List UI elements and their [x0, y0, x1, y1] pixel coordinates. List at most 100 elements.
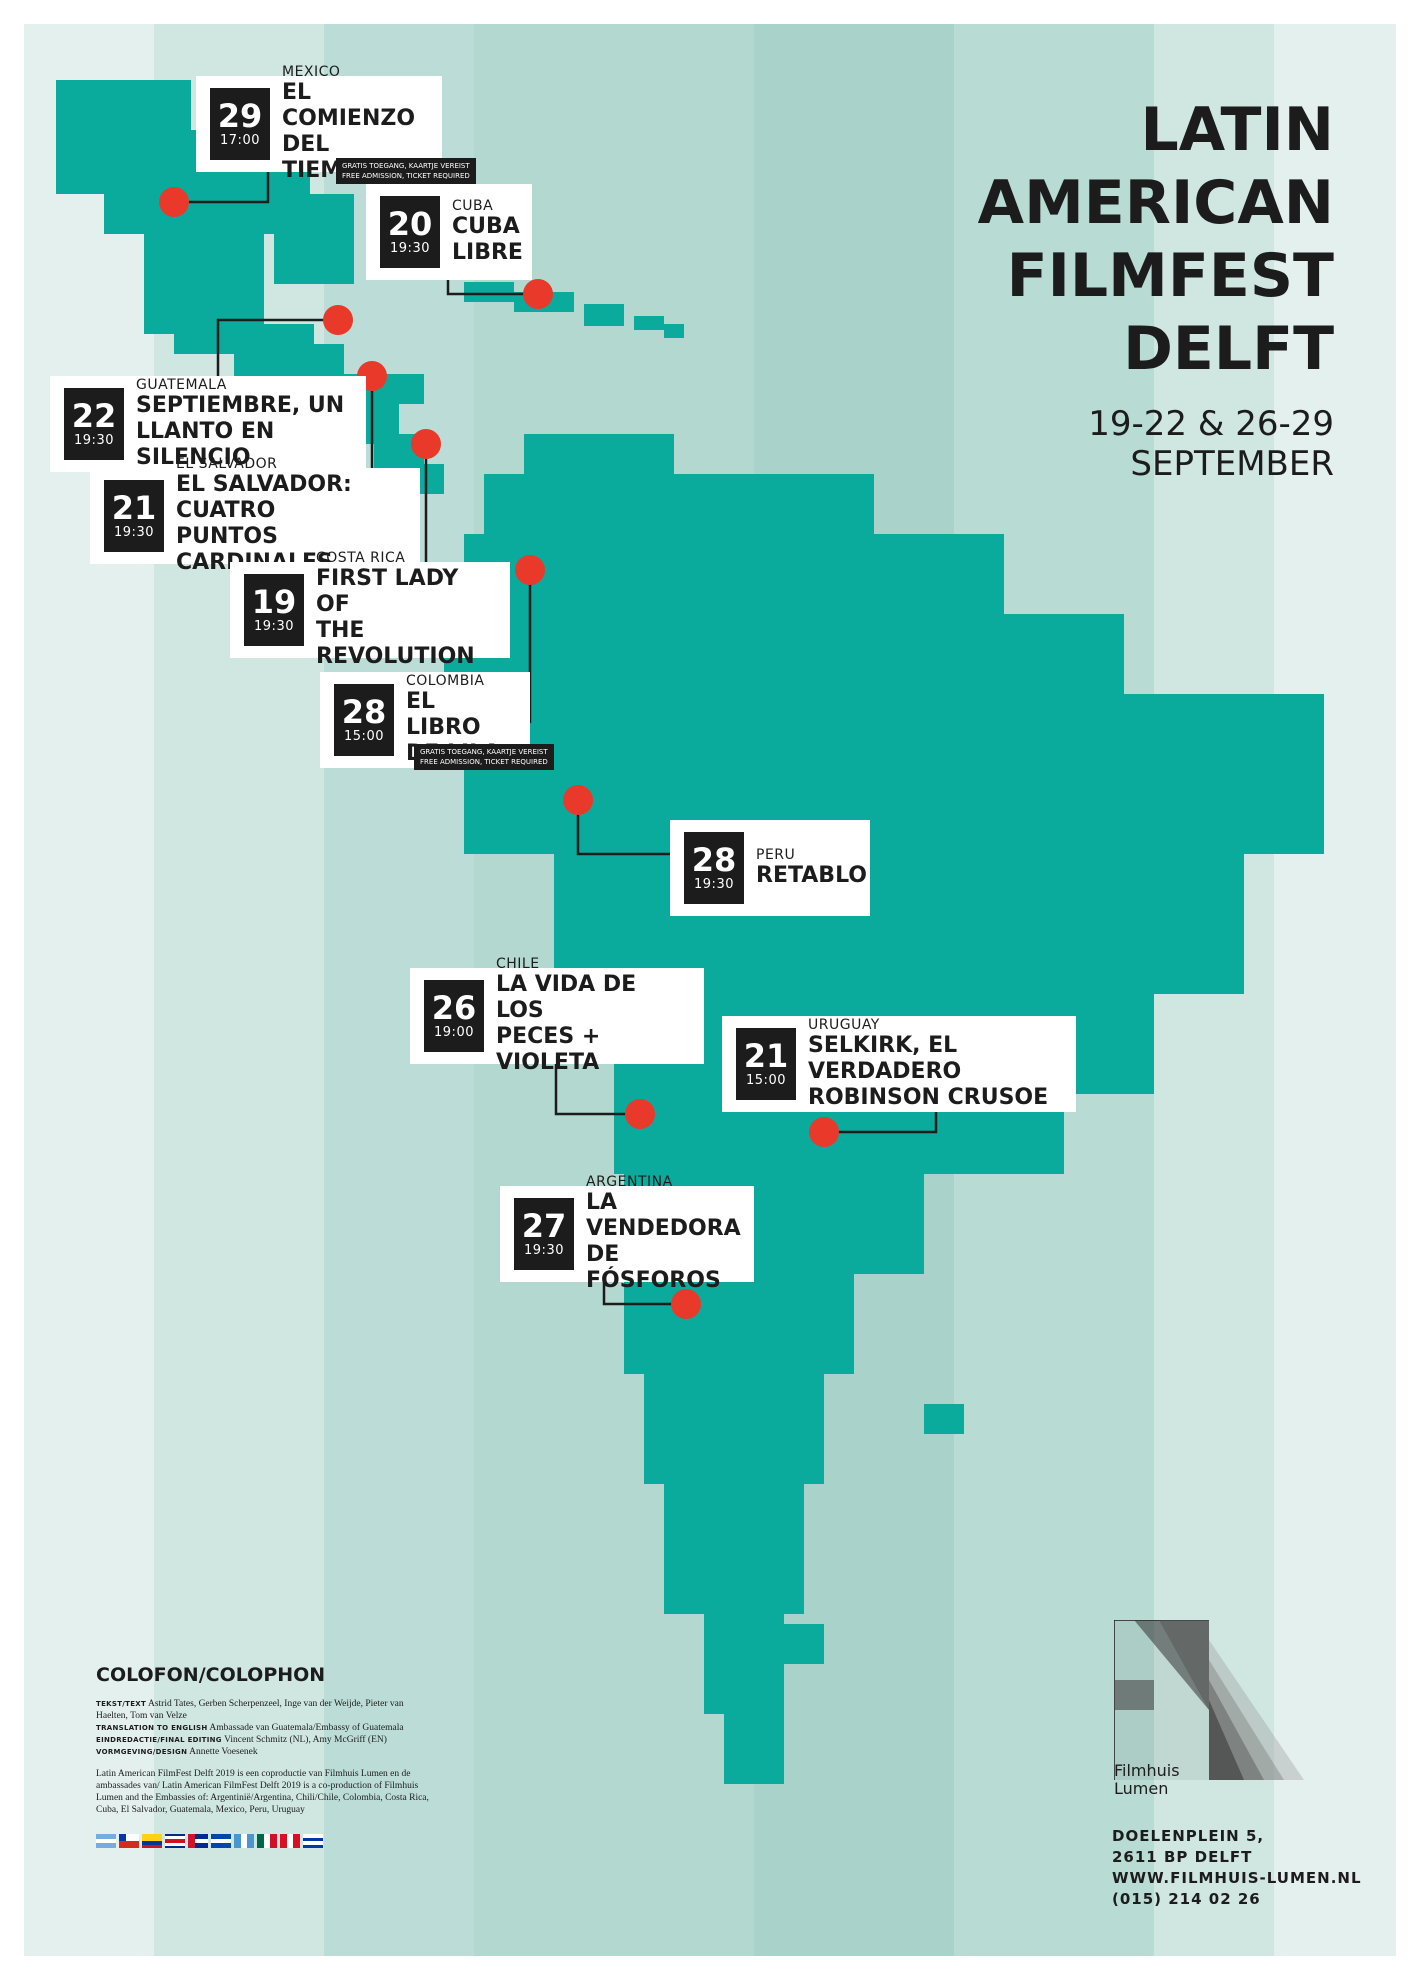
connector-line-peru	[576, 800, 670, 856]
free-admission-note: GRATIS TOEGANG, KAARTJE VEREIST FREE ADM…	[336, 158, 476, 184]
embassy-flags	[96, 1834, 323, 1849]
map-cell	[82, 130, 212, 180]
location-pin-costarica[interactable]	[411, 429, 441, 459]
connector-line-guatemala	[216, 318, 338, 376]
guatemala-flag	[234, 1834, 255, 1848]
colophon-label: VORMGEVING/DESIGN	[96, 1748, 188, 1756]
location-pin-peru[interactable]	[563, 785, 593, 815]
event-country: ARGENTINA	[586, 1174, 673, 1190]
map-cell	[644, 1374, 824, 1484]
mexico-flag	[257, 1834, 278, 1848]
location-pin-argentina[interactable]	[671, 1289, 701, 1319]
venue-address: DOELENPLEIN 5, 2611 BP DELFT WWW.FILMHUI…	[1112, 1826, 1362, 1910]
colombia-flag	[142, 1834, 162, 1848]
free-admission-note: GRATIS TOEGANG, KAARTJE VEREIST FREE ADM…	[414, 744, 554, 770]
colophon-text-credits: TEKST/TEXT Astrid Tates, Gerben Scherpen…	[96, 1698, 436, 1758]
event-day: 21	[111, 489, 157, 527]
connector-line-uruguay	[824, 1112, 938, 1134]
event-day: 28	[691, 841, 737, 879]
chile-flag	[119, 1834, 139, 1848]
event-time: 19:30	[694, 877, 734, 892]
location-pin-guatemala[interactable]	[323, 305, 353, 335]
event-country: COLOMBIA	[406, 673, 485, 689]
costa-rica-flag	[165, 1834, 185, 1848]
map-cell	[924, 1404, 964, 1434]
map-cell	[464, 282, 514, 302]
event-film-title: LA VIDA DE LOS PECES + VIOLETA	[496, 972, 637, 1075]
address-line: 2611 BP DELFT	[1112, 1848, 1253, 1866]
event-film-title: CUBA LIBRE	[452, 214, 523, 265]
logo-name: Filmhuis Lumen	[1114, 1761, 1180, 1798]
map-cell	[584, 304, 624, 326]
poster: LATIN AMERICAN FILMFEST DELFT 19-22 & 26…	[24, 24, 1396, 1956]
map-cell	[624, 1274, 854, 1374]
location-pin-chile[interactable]	[625, 1099, 655, 1129]
connector-lines	[174, 154, 938, 1306]
event-day: 22	[71, 397, 117, 435]
event-day: 29	[217, 97, 263, 135]
map-cell	[524, 434, 674, 474]
colophon-heading: COLOFON/COLOPHON	[96, 1664, 326, 1686]
event-time: 17:00	[220, 133, 260, 148]
phone-number: (015) 214 02 26	[1112, 1890, 1261, 1908]
dates-range: 19-22 & 26-29	[1088, 404, 1334, 444]
cuba-flag	[188, 1834, 208, 1849]
event-time: 19:30	[114, 525, 154, 540]
location-pin-cuba[interactable]	[523, 279, 553, 309]
colophon-label: TEKST/TEXT	[96, 1700, 147, 1708]
website-link[interactable]: WWW.FILMHUIS-LUMEN.NL	[1112, 1869, 1362, 1887]
colophon-value: Astrid Tates, Gerben Scherpenzeel, Inge …	[96, 1699, 404, 1721]
event-country: CUBA	[452, 198, 494, 214]
event-film-title: SEPTIEMBRE, UN LLANTO EN SILENCIO	[136, 393, 345, 470]
map-cell	[464, 694, 1324, 854]
event-time: 19:00	[434, 1025, 474, 1040]
map-cell	[724, 1624, 824, 1664]
map-cell	[634, 316, 664, 330]
location-pin-mexico[interactable]	[159, 187, 189, 217]
connector-line-argentina	[602, 1282, 686, 1306]
background-band	[1274, 24, 1396, 1956]
location-pin-uruguay[interactable]	[809, 1117, 839, 1147]
colophon-label: EINDREDACTIE/FINAL EDITING	[96, 1736, 222, 1744]
dates-month: SEPTEMBER	[1130, 444, 1334, 484]
event-film-title: LA VENDEDORA DE FÓSFOROS	[586, 1190, 741, 1293]
colophon-value: Ambassade van Guatemala/Embassy of Guate…	[209, 1723, 404, 1733]
map-cell	[664, 1484, 804, 1614]
map-cell	[664, 324, 684, 338]
festival-title: LATIN AMERICAN FILMFEST DELFT	[978, 94, 1334, 386]
filmhuis-lumen-logo-icon	[1114, 1620, 1304, 1780]
event-country: CHILE	[496, 956, 540, 972]
event-day: 26	[431, 989, 477, 1027]
connector-line-chile	[554, 1064, 640, 1116]
event-day: 19	[251, 583, 297, 621]
map-cell	[464, 534, 1004, 614]
location-pin-colombia[interactable]	[515, 555, 545, 585]
colophon-value: Vincent Schmitz (NL), Amy McGriff (EN)	[224, 1735, 387, 1745]
map-cell	[56, 80, 191, 130]
argentina-flag	[96, 1834, 116, 1849]
event-country: GUATEMALA	[136, 377, 227, 393]
event-film-title: SELKIRK, EL VERDADERO ROBINSON CRUSOE	[808, 1033, 1049, 1110]
